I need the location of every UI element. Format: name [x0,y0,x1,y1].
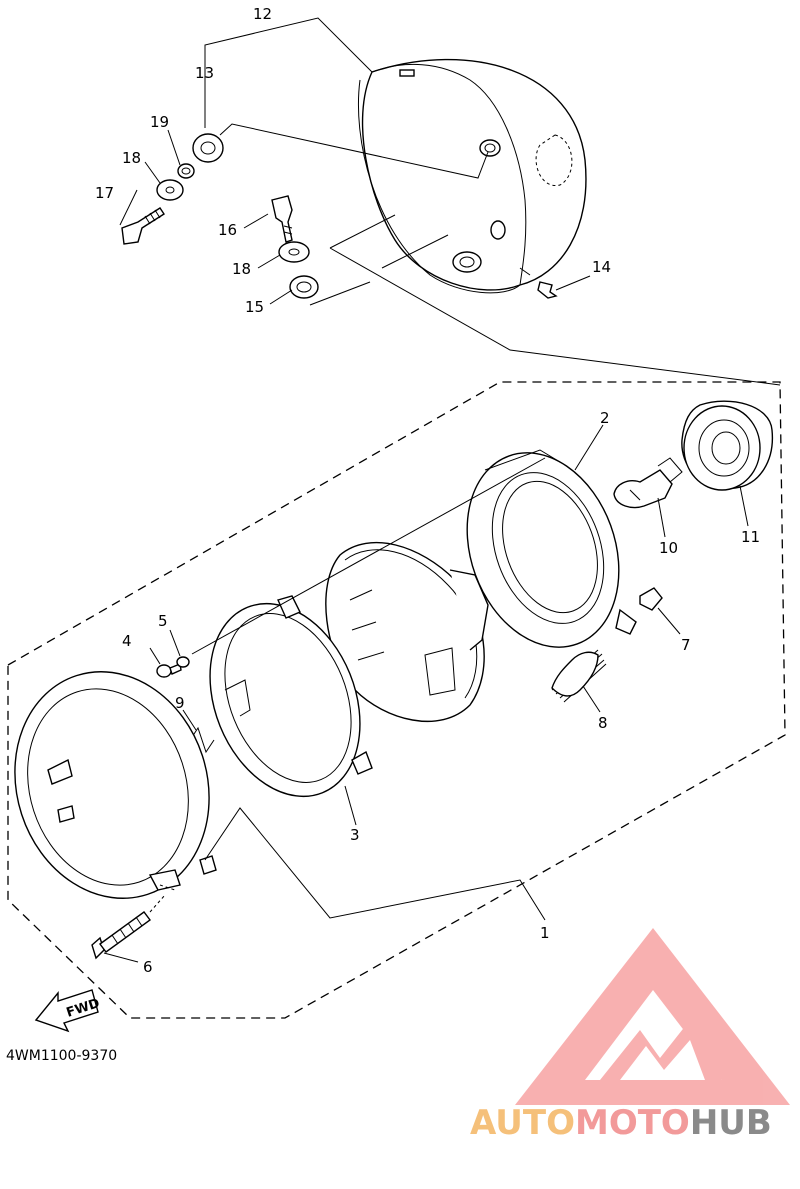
callout-4: 4 [122,632,132,650]
headlight-ring [14,671,217,899]
callout-16: 16 [218,221,237,239]
watermark-moto: MOTO [575,1103,690,1143]
bolt-17 [121,207,165,245]
callout-5: 5 [158,612,168,630]
washer-18-upper [156,179,184,201]
callout-8: 8 [598,714,608,732]
socket-cover-11 [681,400,774,491]
screw-14 [537,281,558,299]
callout-18-upper: 18 [122,149,141,167]
callout-9: 9 [175,694,185,712]
diagram-code: 4WM1100-9370 [6,1048,117,1064]
spring-8 [551,649,607,703]
callout-10: 10 [659,539,678,557]
washer-18-lower [278,241,310,263]
grommet-13 [192,133,224,163]
lens-unit [325,541,489,722]
callout-14: 14 [592,258,611,276]
assembly-boundary [7,381,786,1019]
callout-11: 11 [741,528,760,546]
callout-19: 19 [150,113,169,131]
callout-1: 1 [540,924,550,942]
callout-15: 15 [245,298,264,316]
callout-17: 17 [95,184,114,202]
watermark-text: AUTOMOTOHUB [470,1103,772,1143]
automotohub-logo [515,928,790,1105]
headlight-shell [357,58,587,294]
bolt-16 [271,195,293,243]
callout-6: 6 [143,958,153,976]
bulb-10 [613,457,683,509]
callout-7: 7 [681,636,691,654]
callout-3: 3 [350,826,360,844]
callout-12: 12 [253,5,272,23]
nut-5 [176,656,190,668]
collar-19 [177,163,195,179]
callout-2: 2 [600,409,610,427]
headlight-case-2 [466,449,637,648]
watermark-hub: HUB [690,1103,772,1143]
bracket-7 [639,587,663,611]
screw-6 [91,911,151,960]
watermark-auto: AUTO [470,1103,575,1143]
screw-4 [156,663,182,678]
forward-arrow-icon: FWD [34,989,102,1033]
rim-3 [209,595,373,798]
callout-13: 13 [195,64,214,82]
grommet-15 [289,275,319,299]
callout-18-lower: 18 [232,260,251,278]
